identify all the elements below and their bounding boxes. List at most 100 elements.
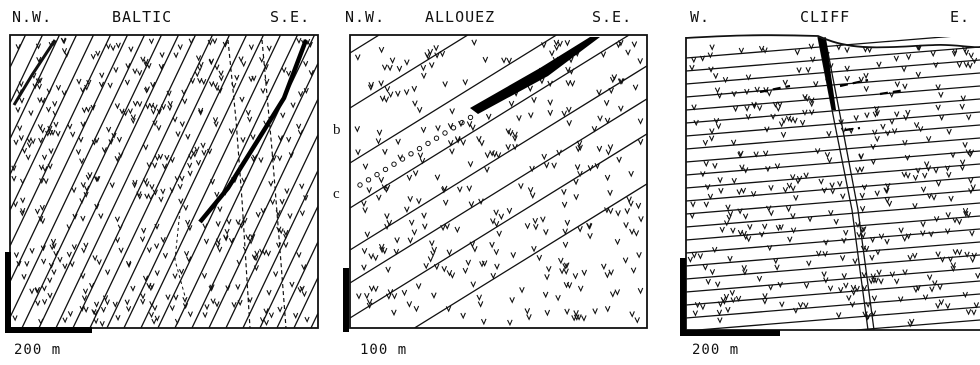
amygdule-mark <box>81 107 87 114</box>
amygdule-mark <box>217 87 223 94</box>
amygdule-mark <box>387 91 394 99</box>
amygdule-mark <box>697 253 704 260</box>
amygdule-mark <box>185 219 191 226</box>
amygdule-mark <box>700 171 706 178</box>
amygdule-mark <box>493 248 500 256</box>
stratum-line <box>685 176 980 202</box>
amygdule-mark <box>51 269 57 276</box>
amygdule-mark <box>449 272 456 279</box>
amygdule-mark <box>149 300 155 308</box>
amygdule-mark <box>165 294 171 301</box>
amygdule-mark <box>926 274 933 281</box>
amygdule-mark <box>894 111 900 118</box>
amygdule-mark <box>480 318 487 326</box>
conglomerate-clast <box>374 171 380 178</box>
amygdule-mark <box>420 64 427 72</box>
stratum-line <box>685 137 980 163</box>
amygdule-mark <box>255 211 261 218</box>
amygdule-mark <box>293 312 299 319</box>
amygdule-mark <box>79 305 85 312</box>
amygdule-mark <box>618 105 624 113</box>
amygdule-mark <box>217 206 223 213</box>
amygdule-mark <box>95 50 101 57</box>
amygdule-mark <box>925 165 932 172</box>
amygdule-mark <box>198 107 204 114</box>
amygdule-mark <box>301 264 307 271</box>
amygdule-mark <box>85 106 91 113</box>
amygdule-mark <box>182 296 188 303</box>
amygdule-mark <box>549 50 555 57</box>
amygdule-mark <box>253 255 259 262</box>
amygdule-mark <box>283 242 289 249</box>
amygdule-mark <box>950 262 957 269</box>
amygdule-mark <box>605 149 612 156</box>
amygdule-mark <box>364 292 370 300</box>
amygdule-mark <box>462 79 469 86</box>
amygdule-mark <box>952 217 958 224</box>
amygdule-mark <box>434 52 440 59</box>
amygdule-mark <box>214 64 220 71</box>
amygdule-mark <box>708 66 714 73</box>
amygdule-mark <box>596 145 603 153</box>
amygdule-mark <box>484 152 491 159</box>
amygdule-mark <box>307 41 313 48</box>
amygdule-mark <box>489 241 495 249</box>
amygdule-mark <box>959 103 965 111</box>
amygdule-mark <box>40 127 46 134</box>
amygdule-mark <box>938 91 944 99</box>
amygdule-mark <box>160 236 166 244</box>
amygdule-mark <box>366 298 373 306</box>
amygdule-mark <box>181 89 187 96</box>
amygdule-mark <box>566 106 572 114</box>
amygdule-mark <box>12 201 19 208</box>
amygdule-mark <box>532 217 539 225</box>
amygdule-mark <box>378 243 385 251</box>
amygdule-mark <box>174 318 181 325</box>
amygdule-mark <box>850 289 857 296</box>
amygdule-mark <box>50 238 57 245</box>
amygdule-mark <box>174 175 180 183</box>
stratum-line <box>685 254 980 280</box>
amygdule-mark <box>541 153 547 161</box>
amygdule-mark <box>378 176 385 184</box>
amygdule-mark <box>82 288 89 295</box>
amygdule-mark <box>751 101 757 109</box>
amygdule-mark <box>277 155 283 162</box>
amygdule-mark <box>938 299 945 306</box>
amygdule-mark <box>780 131 787 139</box>
stratum-line <box>350 65 647 251</box>
amygdule-mark <box>268 312 274 319</box>
amygdule-mark <box>777 101 783 108</box>
amygdule-mark <box>90 53 96 60</box>
amygdule-mark <box>833 218 839 226</box>
amygdule-mark <box>183 205 189 212</box>
stratum-line <box>685 267 980 293</box>
stratum-line <box>685 293 980 319</box>
amygdule-mark <box>241 177 247 184</box>
amygdule-mark <box>173 294 179 301</box>
conglomerate-clast <box>408 151 414 157</box>
amygdule-mark <box>47 292 53 299</box>
amygdule-mark <box>873 105 880 113</box>
amygdule-mark <box>175 131 181 138</box>
amygdule-mark <box>45 106 52 113</box>
amygdule-mark <box>557 40 563 48</box>
amygdule-mark <box>878 233 885 240</box>
amygdule-mark <box>969 256 976 264</box>
amygdule-mark <box>905 109 911 117</box>
amygdule-mark <box>531 96 537 104</box>
amygdule-mark <box>859 205 866 213</box>
amygdule-mark <box>260 207 266 215</box>
amygdule-mark <box>150 108 156 115</box>
amygdule-mark <box>404 206 410 213</box>
amygdule-mark <box>78 136 84 143</box>
amygdule-mark <box>808 43 814 50</box>
amygdule-mark <box>177 183 183 190</box>
amygdule-mark <box>277 135 283 142</box>
amygdule-mark <box>84 84 90 91</box>
amygdule-mark <box>72 213 78 220</box>
amygdule-mark <box>950 265 956 273</box>
amygdule-mark <box>928 231 934 238</box>
amygdule-mark <box>731 177 737 185</box>
cliff-e-label: E. <box>950 8 971 26</box>
